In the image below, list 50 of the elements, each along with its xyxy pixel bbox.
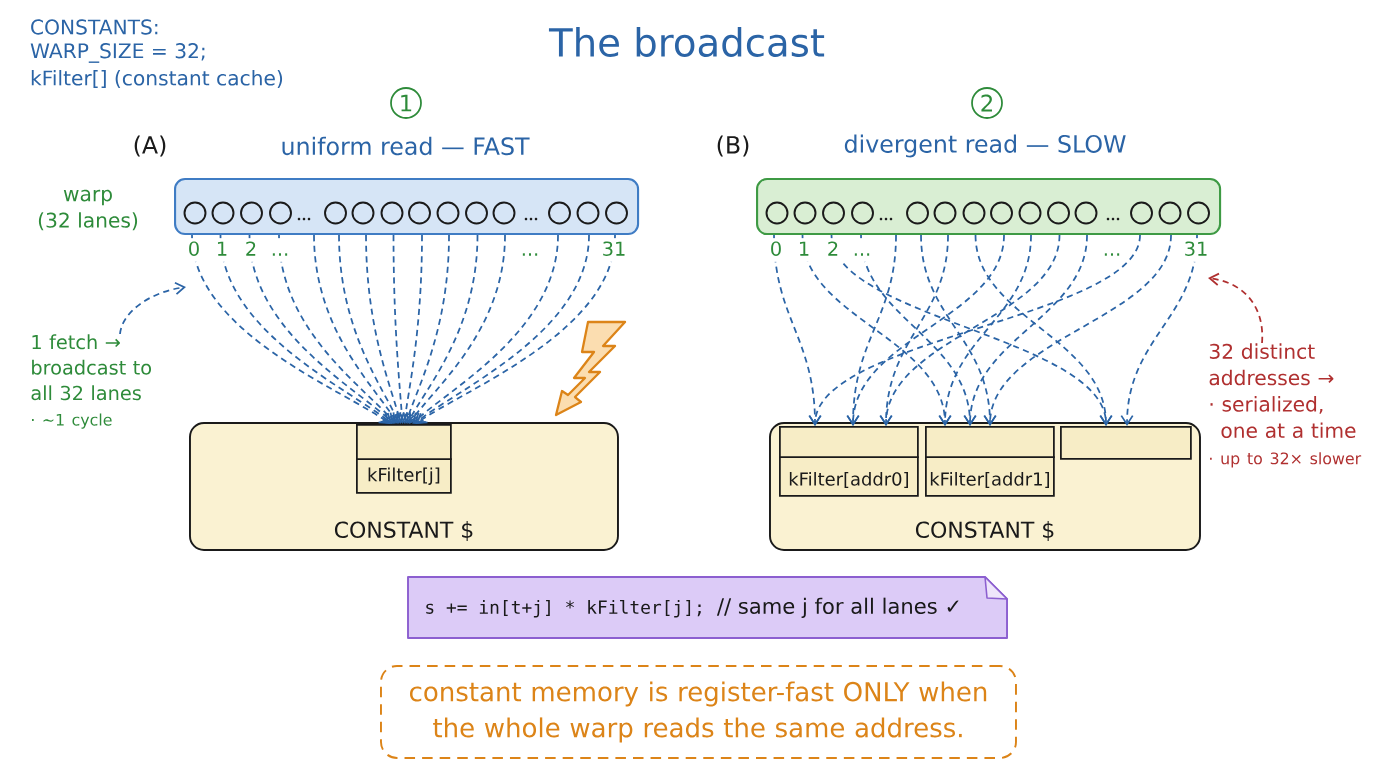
lane-number: ... bbox=[849, 238, 875, 262]
lane-number: ... bbox=[267, 238, 293, 262]
dashed-arrow bbox=[398, 234, 423, 424]
lane-number: ... bbox=[1104, 253, 1120, 256]
lightning-bolt bbox=[554, 320, 627, 417]
dashed-arrow bbox=[248, 234, 394, 424]
dashed-arrow bbox=[412, 234, 559, 424]
lane-number: 0 bbox=[766, 238, 786, 262]
dashed-arrow bbox=[846, 234, 1005, 426]
dashed-arrow bbox=[405, 234, 479, 424]
dashed-arrow bbox=[278, 234, 396, 424]
dashed-arrow bbox=[313, 234, 399, 424]
dashed-arrow bbox=[365, 234, 405, 424]
panel-letter: (B) bbox=[717, 135, 749, 157]
dashed-arrow bbox=[409, 234, 506, 424]
dashed-arrow bbox=[938, 234, 1032, 426]
code-note-line: CONSTANTS: bbox=[31, 19, 158, 35]
annotation-text: 1 fetch → broadcast to all 32 lanes · ~1 cycle bbox=[31, 334, 151, 429]
leader-arrow bbox=[119, 281, 186, 335]
panel-letter: (A) bbox=[134, 135, 166, 157]
lane-number: 1 bbox=[794, 238, 814, 262]
dashed-arrow bbox=[402, 234, 450, 424]
code-note-line: WARP_SIZE = 32; bbox=[30, 43, 205, 63]
lane-number: 0 bbox=[184, 238, 204, 262]
dashed-arrow bbox=[983, 234, 1172, 426]
memory-slot bbox=[1060, 426, 1192, 460]
title: The broadcast bbox=[548, 27, 825, 57]
dashed-arrow bbox=[338, 234, 402, 424]
lane-number: 1 bbox=[212, 238, 232, 262]
callout-box: constant memory is register-fast ONLY when the whole warp reads the same address. bbox=[380, 665, 1017, 759]
memory-slot: kFilter[addr0] bbox=[778, 426, 920, 497]
dashed-arrow bbox=[963, 234, 1088, 426]
lane-number: 2 bbox=[241, 238, 261, 262]
memory-slot: kFilter[addr1] bbox=[924, 426, 1056, 497]
leader-arrow bbox=[1208, 272, 1264, 344]
lane-number: ... bbox=[522, 253, 538, 256]
panel-heading: divergent read — SLOW bbox=[844, 134, 1126, 158]
dashed-arrow bbox=[1120, 234, 1198, 426]
panel-heading: uniform read — FAST bbox=[282, 136, 530, 156]
side-label: warp (32 lanes) bbox=[38, 189, 138, 231]
lane-number: 2 bbox=[823, 238, 843, 262]
lane-number: 31 bbox=[598, 238, 630, 262]
memory-slot: kFilter[j] bbox=[355, 424, 453, 494]
dashed-arrow bbox=[808, 234, 1141, 426]
dashed-arrow bbox=[879, 234, 1061, 426]
code-note-line: kFilter[] (constant cache) bbox=[31, 70, 283, 88]
dashed-arrow bbox=[974, 234, 1113, 426]
annotation-text: 32 distinct addresses → · serialized, one at a time · up to 32× slower bbox=[1209, 343, 1362, 468]
code-note: s += in[t+j] * kFilter[j]; // same j for all lanes ✓ bbox=[407, 576, 1008, 639]
lane-number: 31 bbox=[1180, 238, 1212, 262]
